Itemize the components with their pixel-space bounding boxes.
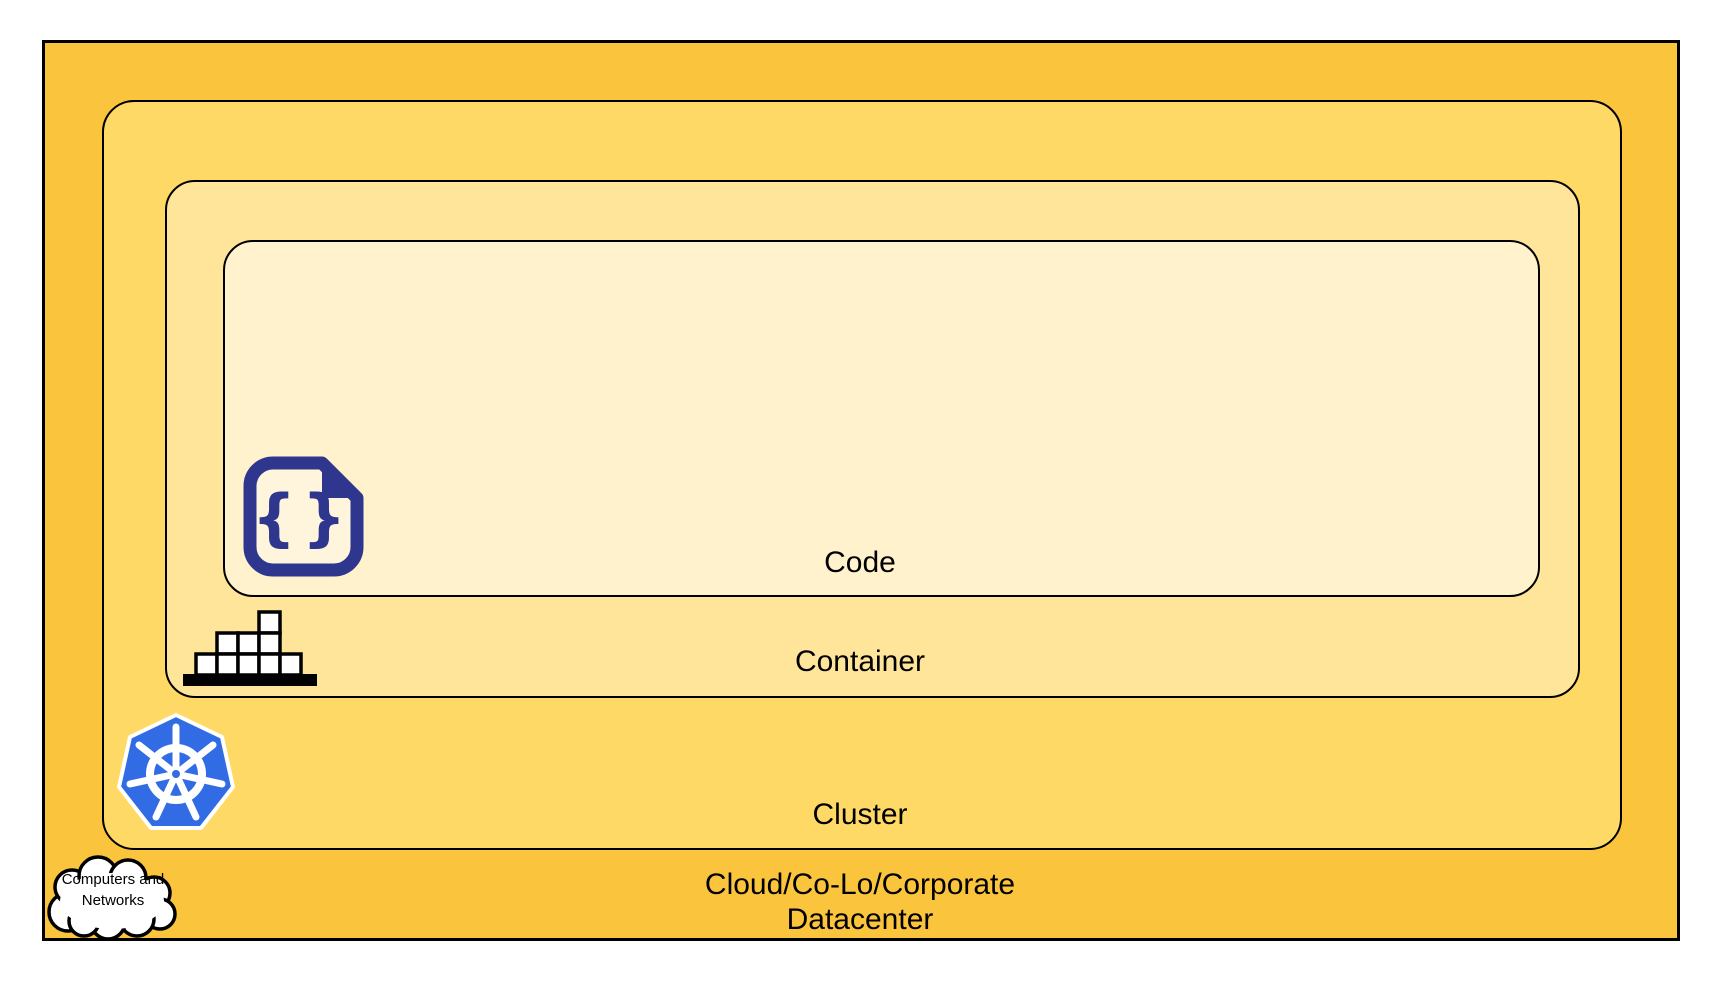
cloud-callout-line2: Networks — [81, 892, 145, 909]
datacenter-label-line1: Cloud/Co-Lo/Corporate — [704, 868, 1016, 901]
container-label: Container — [794, 645, 926, 678]
code-layer-box — [223, 240, 1540, 597]
container-base-bar — [183, 674, 317, 686]
cloud-body — [60, 873, 164, 929]
container-blocks-icon — [183, 610, 317, 686]
wheel-hub — [168, 766, 184, 782]
cloud-callout-text: Computers and Networks — [42, 869, 184, 911]
datacenter-label: Cloud/Co-Lo/Corporate Datacenter — [0, 867, 1720, 937]
code-label: Code — [824, 546, 896, 579]
cloud-callout-line1: Computers and — [61, 871, 165, 888]
cloud-icon — [47, 855, 177, 941]
braces-glyph: {} — [252, 481, 352, 554]
cluster-label: Cluster — [812, 798, 908, 831]
wheel-rim — [146, 744, 206, 804]
kubernetes-icon — [117, 713, 235, 830]
code-file-icon: {} — [243, 456, 364, 577]
datacenter-label-line2: Datacenter — [786, 903, 934, 936]
